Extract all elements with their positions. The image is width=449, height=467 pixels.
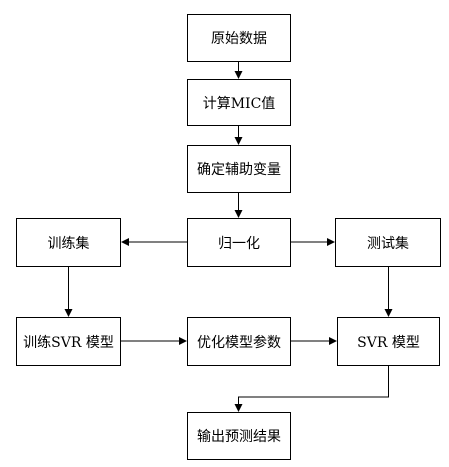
- node-optimize-params: 优化模型参数: [187, 317, 291, 366]
- node-compute-mic: 计算MIC值: [187, 79, 291, 126]
- arrow-svr-model-to-output: [234, 366, 389, 412]
- node-output-results: 输出预测结果: [187, 412, 291, 460]
- node-svr-model: SVR 模型: [337, 317, 440, 366]
- node-train-set: 训练集: [16, 218, 121, 267]
- node-test-set: 测试集: [335, 218, 441, 267]
- node-aux-vars: 确定辅助变量: [187, 145, 291, 193]
- node-raw-data: 原始数据: [187, 14, 291, 62]
- node-train-svr-model: 训练SVR 模型: [16, 317, 121, 366]
- node-normalize: 归一化: [187, 218, 291, 267]
